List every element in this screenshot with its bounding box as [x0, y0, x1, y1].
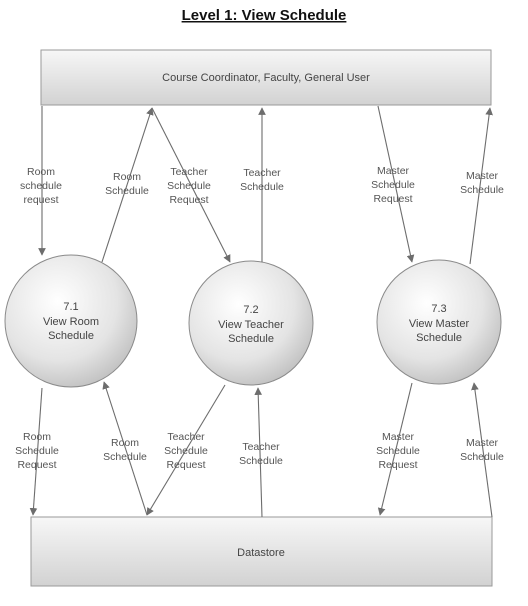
datastore: Datastore: [30, 516, 493, 587]
flow-label: Schedule: [105, 185, 149, 197]
flow-label: Schedule: [239, 455, 283, 467]
process-7-1-line-2: Schedule: [48, 330, 94, 342]
flow-room-schedule-upper: [101, 107, 154, 263]
flow-label: Room: [113, 171, 141, 183]
flow-label: schedule: [20, 180, 62, 192]
flow-label: Schedule: [15, 445, 59, 457]
process-7-2-line-1: View Teacher: [218, 319, 284, 331]
flow-master-schedule-request-lower: [377, 382, 413, 516]
external-entity-label: Course Coordinator, Faculty, General Use…: [162, 72, 370, 84]
flow-label: Schedule: [164, 445, 208, 457]
flow-label: Schedule: [167, 180, 211, 192]
flow-label: Room: [111, 437, 139, 449]
flow-label: Schedule: [460, 184, 504, 196]
diagram-title: Level 1: View Schedule: [182, 7, 347, 24]
flow-room-schedule-lower: [102, 381, 148, 516]
flow-label: Schedule: [240, 181, 284, 193]
flow-teacher-schedule-request-upper: [151, 107, 231, 263]
process-7-3-id: 7.3: [431, 303, 446, 315]
flow-master-schedule-request-upper: [377, 105, 415, 263]
process-7-2-id: 7.2: [243, 304, 258, 316]
flow-label: Request: [166, 459, 205, 471]
flow-label: Request: [17, 459, 56, 471]
process-7-3-line-1: View Master: [409, 318, 470, 330]
flow-teacher-schedule-lower: [254, 387, 263, 518]
upper-flow-labels: Room schedule request Room Schedule Teac…: [20, 165, 504, 206]
flow-label: Schedule: [371, 179, 415, 191]
flow-label: Request: [378, 459, 417, 471]
flow-label: Teacher: [170, 166, 208, 178]
lower-flow-arrows: [29, 381, 493, 518]
lower-flow-labels: Room Schedule Request Room Schedule Teac…: [15, 431, 504, 471]
flow-label: Request: [373, 193, 412, 205]
process-7-1: 7.1 View Room Schedule: [4, 254, 138, 388]
flow-master-schedule-upper: [469, 107, 493, 265]
flow-label: Schedule: [376, 445, 420, 457]
process-7-3: 7.3 View Master Schedule: [376, 259, 502, 385]
flow-label: Room: [27, 166, 55, 178]
flow-label: Schedule: [103, 451, 147, 463]
flow-teacher-schedule-request-lower: [146, 384, 226, 516]
flow-label: Master: [466, 437, 499, 449]
process-7-3-line-2: Schedule: [416, 332, 462, 344]
flow-label: Teacher: [167, 431, 205, 443]
flow-label: Request: [169, 194, 208, 206]
process-7-1-id: 7.1: [63, 301, 78, 313]
flow-room-schedule-request-lower: [29, 387, 43, 516]
external-entity: Course Coordinator, Faculty, General Use…: [40, 49, 492, 106]
flow-label: Master: [466, 170, 499, 182]
flow-label: Master: [382, 431, 415, 443]
upper-flow-arrows: [38, 105, 493, 265]
process-7-1-line-1: View Room: [43, 316, 99, 328]
flow-label: Master: [377, 165, 410, 177]
datastore-label: Datastore: [237, 547, 285, 559]
process-7-2: 7.2 View Teacher Schedule: [188, 260, 314, 386]
flow-label: Room: [23, 431, 51, 443]
flow-label: Schedule: [460, 451, 504, 463]
process-7-2-line-2: Schedule: [228, 333, 274, 345]
flow-label: Teacher: [243, 167, 281, 179]
flow-label: Teacher: [242, 441, 280, 453]
flow-master-schedule-lower: [471, 382, 493, 518]
flow-label: request: [23, 194, 58, 206]
